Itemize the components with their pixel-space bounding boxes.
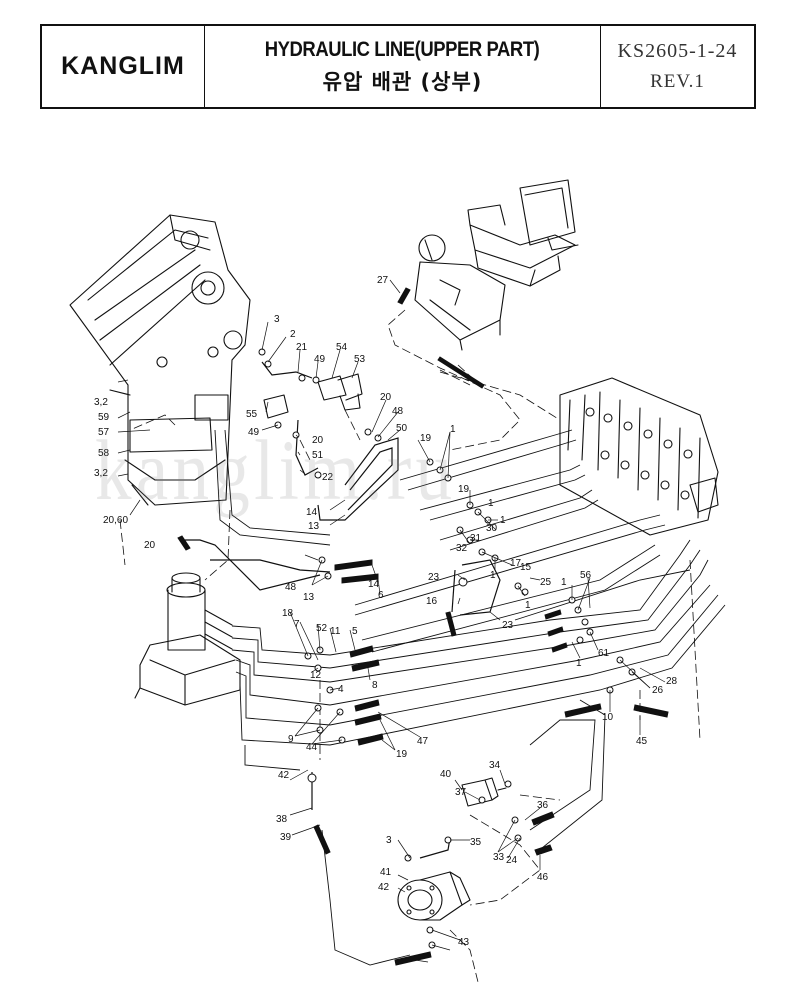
title-cell: HYDRAULIC LINE(UPPER PART) 유압 배관 (상부) xyxy=(205,26,601,107)
part-number-label: 40 xyxy=(440,769,452,780)
part-number-label: 44 xyxy=(306,742,318,753)
revision: REV.1 xyxy=(650,71,705,92)
part-number-label: 13 xyxy=(308,521,320,532)
part-number-label: 47 xyxy=(417,736,429,747)
part-number-label: 2 xyxy=(290,329,296,340)
part-number-label: 3 xyxy=(386,835,392,846)
part-number-label: 25 xyxy=(540,577,552,588)
boom-assembly xyxy=(69,214,251,506)
part-number-label: 27 xyxy=(377,275,389,286)
part-number-label: 26 xyxy=(652,685,664,696)
part-number-label: 58 xyxy=(98,448,110,459)
distribution-blocks xyxy=(263,373,363,419)
drawing-number: KS2605-1-24 xyxy=(617,40,738,62)
part-number-label: 19 xyxy=(458,484,470,495)
part-number-label: 31 xyxy=(470,533,482,544)
part-number-label: 16 xyxy=(426,596,438,607)
part-number-label: 34 xyxy=(489,760,501,771)
part-number-label: 3 xyxy=(274,314,280,325)
drawing-title-korean: 유압 배관 (상부) xyxy=(322,69,483,94)
part-number-label: 12 xyxy=(310,670,322,681)
part-number-label: 10 xyxy=(602,712,614,723)
part-number-label: 5 xyxy=(352,626,358,637)
part-number-label: 4 xyxy=(338,684,344,695)
part-number-label: 24 xyxy=(506,855,518,866)
part-number-label: 3,2 xyxy=(94,468,108,479)
part-number-label: 43 xyxy=(458,937,470,948)
part-number-label: 48 xyxy=(392,406,404,417)
code-cell: KS2605-1-24 REV.1 xyxy=(601,26,754,107)
swivel-joint xyxy=(134,572,241,706)
drawing-title-english: HYDRAULIC LINE(UPPER PART) xyxy=(265,37,540,61)
part-number-label: 45 xyxy=(636,736,648,747)
operator-seat xyxy=(414,179,579,351)
part-number-label: 19 xyxy=(420,433,432,444)
part-number-label: 23 xyxy=(502,620,514,631)
part-number-label: 8 xyxy=(372,680,378,691)
part-number-label: 1 xyxy=(576,658,582,669)
kanglim-logo: KANGLIM xyxy=(61,52,185,80)
part-number-label: 9 xyxy=(288,734,294,745)
part-number-label: 20 xyxy=(380,392,392,403)
part-number-label: 55 xyxy=(246,409,258,420)
part-number-label: 20 xyxy=(312,435,324,446)
part-number-label: 59 xyxy=(98,412,110,423)
junction-block xyxy=(461,777,507,807)
part-number-label: 3,2 xyxy=(94,397,108,408)
part-number-label: 22 xyxy=(322,472,334,483)
part-number-label: 14 xyxy=(368,579,380,590)
part-number-label: 52 xyxy=(316,623,328,634)
part-number-label: 38 xyxy=(276,814,288,825)
part-number-label: 35 xyxy=(470,837,482,848)
part-number-label: 33 xyxy=(493,852,505,863)
part-number-label: 46 xyxy=(537,872,549,883)
part-number-label: 53 xyxy=(354,354,366,365)
part-number-label: 49 xyxy=(248,427,260,438)
part-number-label: 6 xyxy=(378,590,384,601)
part-number-label: 1 xyxy=(525,600,531,611)
part-number-label: 39 xyxy=(280,832,292,843)
part-number-label: 13 xyxy=(303,592,315,603)
part-number-label: 30 xyxy=(486,523,498,534)
part-number-label: 32 xyxy=(456,543,468,554)
part-number-label: 57 xyxy=(98,427,110,438)
part-number-label: 7 xyxy=(294,619,300,630)
part-number-label: 18 xyxy=(282,608,294,619)
part-number-label: 23 xyxy=(428,572,440,583)
part-number-label: 54 xyxy=(336,342,348,353)
part-number-label: 1 xyxy=(450,424,456,435)
hydraulic-motor xyxy=(397,871,471,921)
part-number-label: 21 xyxy=(296,342,308,353)
title-block: KANGLIM HYDRAULIC LINE(UPPER PART) 유압 배관… xyxy=(40,24,756,109)
part-number-labels: 2732214954533,25957583,220,6055492051222… xyxy=(94,275,678,948)
part-number-label: 51 xyxy=(312,450,324,461)
part-number-label: 36 xyxy=(537,800,549,811)
part-number-label: 1 xyxy=(500,515,506,526)
part-number-label: 1 xyxy=(490,570,496,581)
part-number-label: 20 xyxy=(144,540,156,551)
part-number-label: 17 xyxy=(510,558,522,569)
part-number-label: 42 xyxy=(278,770,290,781)
logo-cell: KANGLIM xyxy=(42,26,205,107)
part-number-label: 19 xyxy=(396,749,408,760)
part-number-label: 37 xyxy=(455,787,467,798)
part-number-label: 41 xyxy=(380,867,392,878)
part-number-label: 42 xyxy=(378,882,390,893)
control-valve-bank xyxy=(559,377,719,536)
part-number-label: 15 xyxy=(520,562,532,573)
part-number-label: 48 xyxy=(285,582,297,593)
part-number-label: 49 xyxy=(314,354,326,365)
part-number-label: 1 xyxy=(488,498,494,509)
part-number-label: 14 xyxy=(306,507,318,518)
part-number-label: 1 xyxy=(561,577,567,588)
part-number-label: 20,60 xyxy=(103,515,128,526)
part-number-label: 50 xyxy=(396,423,408,434)
part-number-label: 61 xyxy=(598,648,610,659)
part-number-label: 56 xyxy=(580,570,592,581)
part-number-label: 11 xyxy=(330,626,341,637)
part-number-label: 28 xyxy=(666,676,678,687)
